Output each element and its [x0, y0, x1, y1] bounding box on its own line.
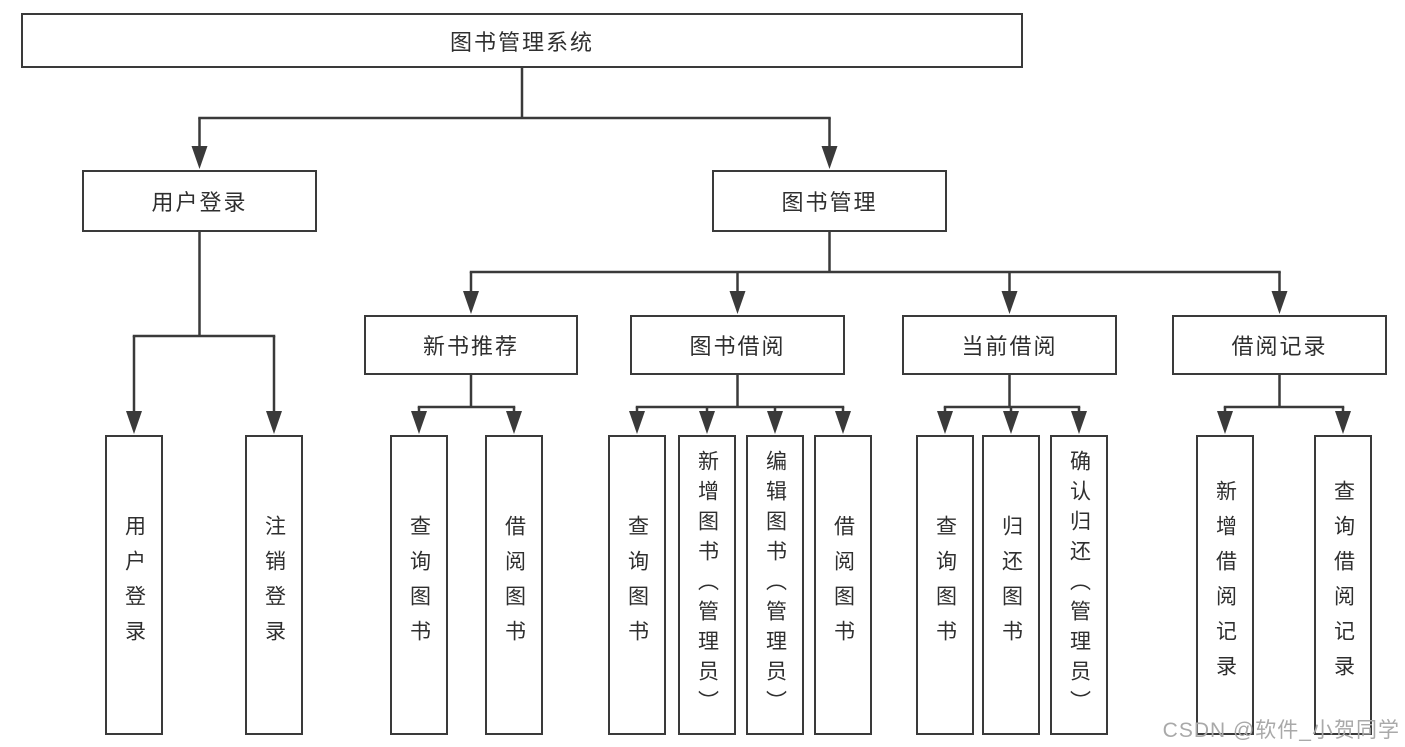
node-br-add-record: 新增借阅记录: [1196, 435, 1254, 735]
node-br-query-record: 查询借阅记录: [1314, 435, 1372, 735]
node-cb-confirm-return-admin: 确认归还（管理员）: [1050, 435, 1108, 735]
node-book-borrowing: 图书借阅: [630, 315, 845, 375]
node-bb-add-books-admin: 新增图书（管理员）: [678, 435, 736, 735]
node-cb-return-books: 归还图书: [982, 435, 1040, 735]
node-cb-return-books-label: 归还图书: [999, 515, 1023, 655]
node-nb-query-books-label: 查询图书: [407, 515, 431, 655]
node-new-book-recommend-label: 新书推荐: [422, 334, 519, 359]
node-user-login-leaf: 用户登录: [105, 435, 163, 735]
node-book-management: 图书管理: [712, 170, 947, 232]
node-logout-leaf: 注销登录: [245, 435, 303, 735]
node-new-book-recommend: 新书推荐: [364, 315, 578, 375]
node-bb-edit-books-admin: 编辑图书（管理员）: [746, 435, 804, 735]
node-nb-borrow-books: 借阅图书: [485, 435, 543, 735]
node-br-query-record-label: 查询借阅记录: [1331, 480, 1355, 690]
node-user-login-label: 用户登录: [151, 190, 248, 215]
watermark: CSDN @软件_小贺同学: [1162, 719, 1400, 742]
node-nb-borrow-books-label: 借阅图书: [502, 515, 526, 655]
node-nb-query-books: 查询图书: [390, 435, 448, 735]
node-bb-borrow-books: 借阅图书: [814, 435, 872, 735]
node-book-borrowing-label: 图书借阅: [689, 334, 786, 359]
node-borrow-records-label: 借阅记录: [1231, 334, 1328, 359]
node-user-login-leaf-label: 用户登录: [122, 515, 146, 655]
node-bb-borrow-books-label: 借阅图书: [831, 515, 855, 655]
node-user-login: 用户登录: [82, 170, 317, 232]
node-current-borrowing: 当前借阅: [902, 315, 1117, 375]
node-bb-edit-books-admin-label: 编辑图书（管理员）: [763, 450, 787, 720]
node-library-system-label: 图书管理系统: [449, 29, 594, 55]
node-logout-leaf-label: 注销登录: [262, 515, 286, 655]
node-br-add-record-label: 新增借阅记录: [1213, 480, 1237, 690]
node-bb-query-books: 查询图书: [608, 435, 666, 735]
node-cb-query-books: 查询图书: [916, 435, 974, 735]
node-borrow-records: 借阅记录: [1172, 315, 1387, 375]
node-current-borrowing-label: 当前借阅: [961, 334, 1058, 359]
node-book-management-label: 图书管理: [781, 190, 878, 215]
node-cb-confirm-return-admin-label: 确认归还（管理员）: [1067, 450, 1091, 720]
node-bb-add-books-admin-label: 新增图书（管理员）: [695, 450, 719, 720]
node-library-system: 图书管理系统: [21, 13, 1023, 68]
node-cb-query-books-label: 查询图书: [933, 515, 957, 655]
node-bb-query-books-label: 查询图书: [625, 515, 649, 655]
